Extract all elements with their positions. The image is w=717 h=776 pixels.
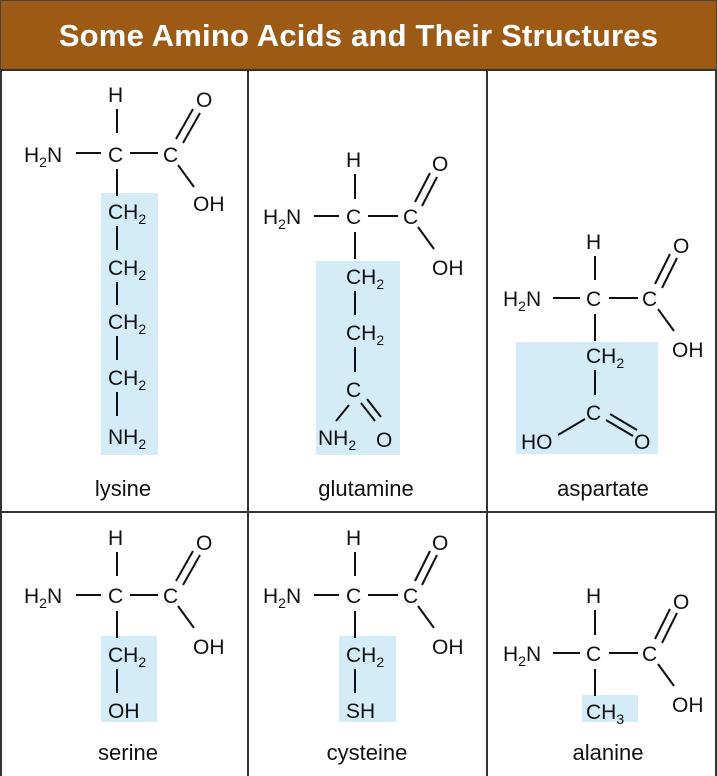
aspartate-atom-c-carboxyl: C: [642, 288, 657, 311]
lysine-atom-c-carboxyl: C: [163, 144, 178, 167]
glutamine-atom-c-carboxyl: C: [403, 206, 418, 229]
glutamine-label: glutamine: [318, 476, 413, 501]
serine-atom-c-alpha: C: [108, 585, 123, 608]
glutamine-sidechain-highlight: [316, 261, 400, 455]
alanine-atom-h2n: H2N: [503, 643, 541, 669]
glutamine-atom-o-amide: O: [376, 429, 392, 452]
aspartate-atom-c-alpha: C: [586, 288, 601, 311]
structures-grid: H H2N C C O OH CH2 CH2 CH2 CH2 NH2 lysin…: [0, 69, 717, 776]
serine-sidechain-highlight: [101, 636, 157, 722]
cysteine-label: cysteine: [327, 740, 408, 765]
cysteine-structure: H H2N C C O OH CH2 SH cysteine: [263, 527, 464, 765]
lysine-atom-c-alpha: C: [108, 144, 123, 167]
lysine-sidechain-highlight: [101, 193, 158, 455]
cysteine-atom-oh: OH: [432, 636, 464, 659]
glutamine-atom-ch2-1: CH2: [346, 266, 384, 292]
aspartate-atom-ho: HO: [521, 431, 553, 454]
glutamine-atom-oh: OH: [432, 257, 464, 280]
aspartate-label: aspartate: [557, 476, 649, 501]
cysteine-atom-c-carboxyl: C: [403, 585, 418, 608]
alanine-atom-c-carboxyl: C: [642, 643, 657, 666]
glutamine-atom-o: O: [432, 153, 448, 176]
lysine-label: lysine: [95, 476, 151, 501]
serine-atom-ch2: CH2: [108, 644, 146, 670]
glutamine-atom-c-amide: C: [346, 379, 361, 402]
alanine-atom-oh: OH: [672, 694, 704, 717]
cysteine-atom-sh: SH: [346, 700, 375, 723]
lysine-atom-ch2-3: CH2: [108, 311, 146, 337]
alanine-sidechain-highlight: [582, 695, 638, 722]
serine-atom-o: O: [196, 532, 212, 555]
lysine-atom-ch2-4: CH2: [108, 367, 146, 393]
alanine-atom-c-alpha: C: [586, 643, 601, 666]
serine-atom-oh: OH: [193, 636, 225, 659]
cysteine-atom-c-alpha: C: [346, 585, 361, 608]
lysine-atom-nh2: NH2: [108, 426, 146, 452]
lysine-atom-oh: OH: [193, 193, 225, 216]
cysteine-atom-h2n: H2N: [263, 585, 301, 611]
serine-atom-h2n: H2N: [24, 585, 62, 611]
cysteine-atom-ch2: CH2: [346, 644, 384, 670]
glutamine-atom-h2n: H2N: [263, 206, 301, 232]
cysteine-atom-o: O: [432, 532, 448, 555]
lysine-atom-o: O: [196, 89, 212, 112]
title-bar: Some Amino Acids and Their Structures: [0, 0, 717, 70]
lysine-atom-ch2-1: CH2: [108, 201, 146, 227]
aspartate-atom-oh: OH: [672, 339, 704, 362]
aspartate-atom-c-side: C: [586, 402, 601, 425]
alanine-structure: H H2N C C O OH CH3 alanine: [503, 585, 704, 765]
lysine-atom-h: H: [108, 84, 123, 107]
aspartate-atom-h: H: [586, 231, 601, 254]
serine-label: serine: [98, 740, 158, 765]
cysteine-atom-h: H: [346, 527, 361, 550]
alanine-atom-ch3: CH3: [586, 701, 624, 727]
lysine-atom-h2n: H2N: [24, 144, 62, 170]
aspartate-atom-o: O: [673, 235, 689, 258]
grid-frame: [0, 69, 717, 776]
glutamine-atom-nh2: NH2: [318, 427, 356, 453]
serine-structure: H H2N C C O OH CH2 OH serine: [24, 527, 225, 765]
alanine-label: alanine: [573, 740, 644, 765]
cysteine-sidechain-highlight: [339, 636, 396, 722]
glutamine-atom-c-alpha: C: [346, 206, 361, 229]
aspartate-structure: H H2N C C O OH CH2 C HO O aspartate: [503, 231, 704, 501]
lysine-atom-ch2-2: CH2: [108, 257, 146, 283]
glutamine-atom-h: H: [346, 149, 361, 172]
serine-atom-c-carboxyl: C: [163, 585, 178, 608]
aspartate-atom-ch2: CH2: [586, 345, 624, 371]
alanine-atom-o: O: [673, 591, 689, 614]
alanine-atom-h: H: [586, 585, 601, 608]
serine-atom-h: H: [108, 527, 123, 550]
lysine-structure: H H2N C C O OH CH2 CH2 CH2 CH2 NH2 lysin…: [24, 84, 225, 501]
glutamine-structure: H H2N C C O OH CH2 CH2 C NH2 O glutamine: [263, 149, 464, 501]
aspartate-atom-o-side: O: [634, 431, 650, 454]
figure-title: Some Amino Acids and Their Structures: [58, 17, 659, 53]
aspartate-atom-h2n: H2N: [503, 288, 541, 314]
serine-atom-oh-side: OH: [108, 700, 140, 723]
glutamine-atom-ch2-2: CH2: [346, 322, 384, 348]
aspartate-sidechain-highlight: [516, 342, 658, 454]
